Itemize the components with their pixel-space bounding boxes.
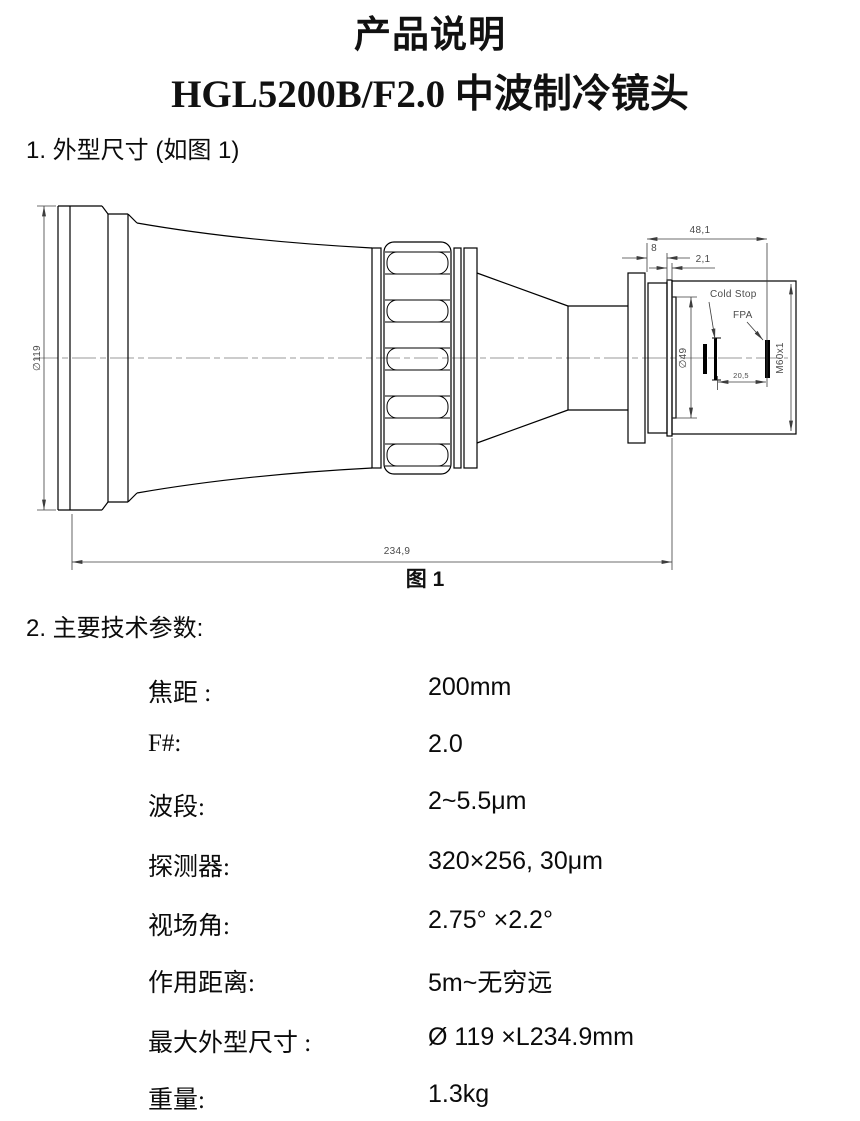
spec-value: 320×256, 30μm (428, 847, 603, 875)
section-2-heading: 2. 主要技术参数: (26, 615, 204, 642)
spec-label: 重量: (148, 1087, 205, 1114)
spec-value: 200mm (428, 673, 512, 701)
spec-value: 2.75° ×2.2° (428, 906, 553, 934)
spec-label: 波段: (148, 794, 205, 821)
spec-row-detector: 探测器: 320×256, 30μm (0, 847, 860, 881)
spec-row-max-dimensions: 最大外型尺寸 : Ø 119 ×L234.9mm (0, 1023, 860, 1057)
section-1-heading: 1. 外型尺寸 (如图 1) (26, 137, 240, 164)
cold-stop-label: Cold Stop (710, 289, 757, 300)
product-model-subtitle: HGL5200B/F2.0 中波制冷镜头 (171, 73, 689, 116)
spec-row-fov: 视场角: 2.75° ×2.2° (0, 906, 860, 940)
dimension-lines: ∅119 234,9 48,1 8 2,1 ∅49 20,5 M60x1 (32, 205, 793, 570)
spec-label: 焦距 : (148, 680, 212, 707)
spec-label: F#: (148, 730, 182, 757)
figure-1-caption: 图 1 (405, 568, 445, 591)
spec-row-focal-length: 焦距 : 200mm (0, 673, 860, 707)
spec-value: 1.3kg (428, 1080, 490, 1108)
mount-barrel (671, 280, 797, 435)
spec-row-weight: 重量: 1.3kg (0, 1080, 860, 1114)
page-title: 产品说明 (354, 15, 506, 56)
spec-row-waveband: 波段: 2~5.5μm (0, 787, 860, 821)
spec-value: 5m~无穷远 (428, 969, 553, 997)
spec-row-f-number: F#: 2.0 (0, 730, 860, 760)
fpa-label: FPA (733, 310, 753, 321)
cold-stop-aperture-bar (714, 338, 717, 380)
cold-stop-bar (703, 344, 707, 374)
spec-row-working-distance: 作用距离: 5m~无穷远 (0, 963, 860, 997)
focus-ring-knurl (383, 241, 452, 475)
spec-label: 作用距离: (148, 970, 255, 997)
dim-mount-thread: M60x1 (775, 342, 786, 374)
dim-total-length: 234,9 (384, 546, 411, 557)
fpa-bar (765, 340, 770, 378)
lens-drawing-svg: ∅119 234,9 48,1 8 2,1 ∅49 20,5 M60x1 (32, 205, 797, 570)
spec-label: 视场角: (148, 913, 230, 940)
spec-value: Ø 119 ×L234.9mm (428, 1023, 634, 1051)
spec-value: 2~5.5μm (428, 787, 527, 815)
knurl-grooves (385, 251, 450, 467)
lens-outline (57, 205, 797, 511)
dim-cold-stop-to-fpa: 20,5 (733, 371, 749, 380)
spec-label: 探测器: (148, 854, 230, 881)
dim-flange-8: 8 (651, 243, 657, 254)
dim-back-length: 48,1 (690, 225, 711, 236)
dim-rear-diameter: ∅49 (678, 347, 689, 368)
lens-technical-drawing: ∅119 234,9 48,1 8 2,1 ∅49 20,5 M60x1 (0, 190, 860, 590)
spec-value: 2.0 (428, 730, 463, 758)
spec-label: 最大外型尺寸 : (148, 1030, 312, 1057)
dim-front-diameter: ∅119 (32, 345, 43, 371)
dim-flange-2-1: 2,1 (696, 254, 711, 265)
